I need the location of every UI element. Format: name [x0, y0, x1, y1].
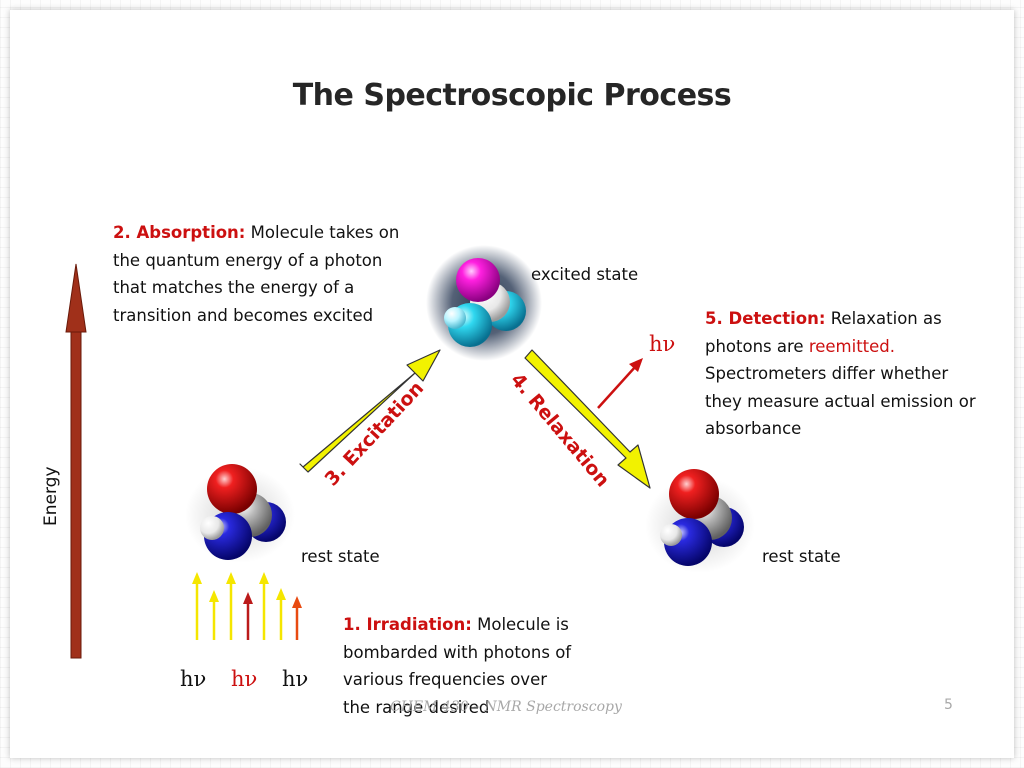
slide-title: The Spectroscopic Process [292, 78, 732, 113]
excitation-arrow [299, 349, 441, 473]
absorption-heading: 2. Absorption: [113, 223, 246, 242]
absorption-line-4: transition and becomes excited [113, 305, 374, 325]
absorption-line-2: the quantum energy of a photon [113, 250, 383, 270]
irradiation-text: 1. Irradiation: Molecule is bombarded wi… [343, 611, 643, 721]
irradiation-line-1: Molecule is [471, 615, 569, 634]
rest-state-label-right: rest state [762, 547, 841, 566]
irradiation-photon-label-1: hν [180, 667, 207, 691]
excited-molecule [426, 245, 542, 361]
irradiation-line-2: bombarded with photons of [343, 642, 572, 662]
detection-line-2: photons are [705, 336, 809, 356]
detection-line-3: Spectrometers differ whether [705, 364, 949, 383]
irradiation-photon-label-2: hν [231, 667, 258, 691]
absorption-text: 2. Absorption: Molecule takes on the qua… [113, 219, 433, 329]
detection-line-4: they measure actual emission or [705, 391, 976, 411]
footer-course: CHEM 430 – NMR Spectroscopy [390, 699, 622, 715]
relaxation-arrow [524, 349, 651, 489]
detection-text: 5. Detection: Relaxation as photons are … [705, 305, 1005, 443]
rest-molecule-right [645, 469, 755, 573]
detection-reemitted: reemitted. [808, 336, 896, 356]
energy-arrow [65, 263, 87, 659]
detection-photon-arrow [597, 358, 643, 409]
irradiation-line-3: various frequencies over [343, 670, 548, 689]
detection-photon-label: hν [649, 332, 676, 356]
slide-page [10, 10, 1014, 758]
excited-state-label: excited state [531, 265, 639, 284]
irradiation-photon-arrows [192, 572, 302, 640]
irradiation-line-4: the range desired [343, 697, 490, 717]
excitation-label: 3. Excitation [321, 377, 429, 490]
absorption-line-1: Molecule takes on [245, 223, 400, 242]
detection-line-1: Relaxation as [825, 309, 942, 328]
irradiation-heading: 1. Irradiation: [343, 615, 472, 634]
rest-state-label-left: rest state [301, 547, 380, 566]
irradiation-photon-label-3: hν [282, 667, 309, 691]
footer-page-number: 5 [944, 697, 953, 713]
rest-molecule-left [185, 464, 295, 563]
detection-heading: 5. Detection: [705, 309, 826, 328]
energy-label: Energy [41, 466, 61, 526]
detection-line-5: absorbance [705, 419, 802, 438]
absorption-line-3: that matches the energy of a [113, 278, 355, 297]
